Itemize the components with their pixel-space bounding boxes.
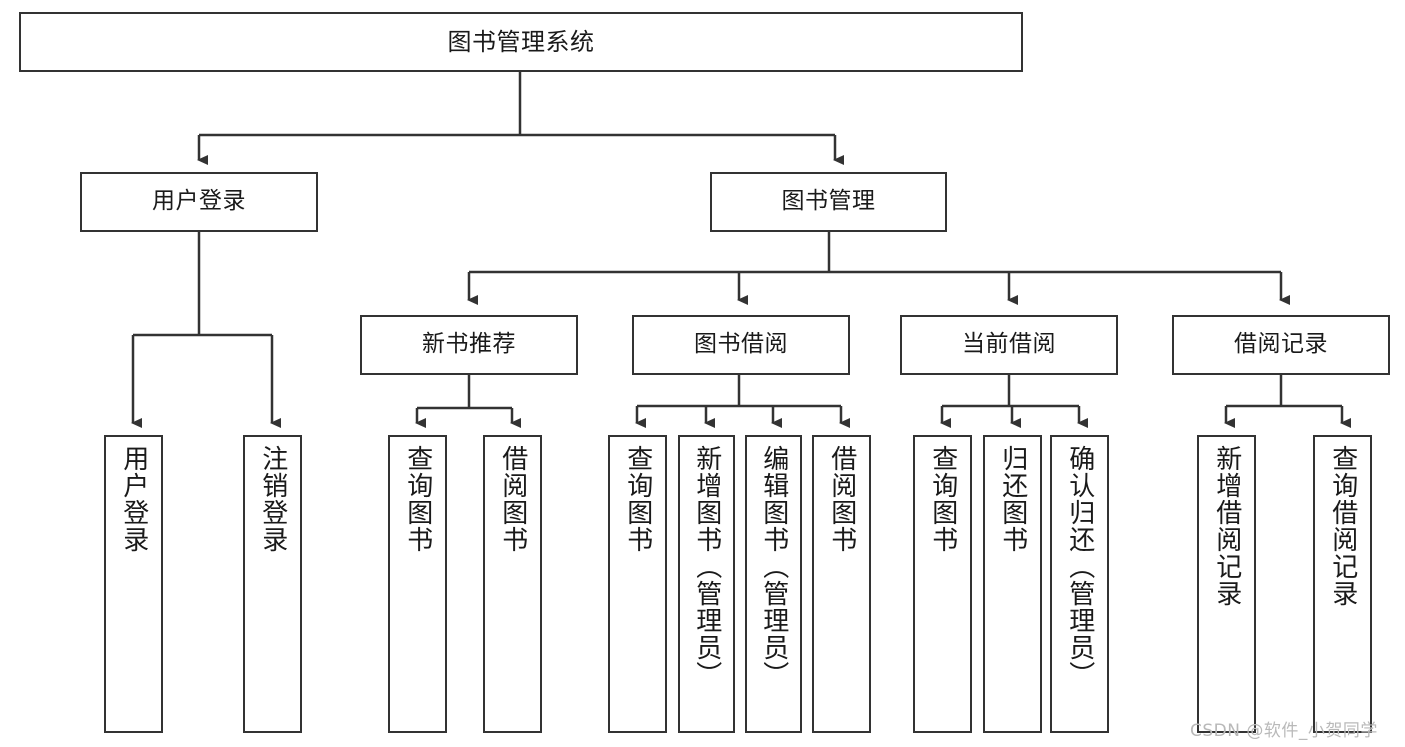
leaf-current-borrow-confirm-return-label: 确认归还（管理员） xyxy=(1064,445,1095,688)
leaf-new-book-query-book-label: 查询图书 xyxy=(402,445,433,553)
leaf-book-borrow-add-book[interactable]: 新增图书（管理员） xyxy=(678,435,735,733)
leaf-borrow-records-add-record[interactable]: 新增借阅记录 xyxy=(1197,435,1256,733)
leaf-new-book-borrow-book[interactable]: 借阅图书 xyxy=(483,435,542,733)
node-user-login-label: 用户登录 xyxy=(152,188,246,215)
leaf-borrow-records-add-record-label: 新增借阅记录 xyxy=(1211,445,1242,607)
leaf-new-book-borrow-book-label: 借阅图书 xyxy=(497,445,528,553)
leaf-current-borrow-return-book-label: 归还图书 xyxy=(997,445,1028,553)
leaf-new-book-query-book[interactable]: 查询图书 xyxy=(388,435,447,733)
leaf-book-borrow-borrow-book-label: 借阅图书 xyxy=(826,445,857,553)
node-book-borrow[interactable]: 图书借阅 xyxy=(632,315,850,375)
leaf-current-borrow-query-book-label: 查询图书 xyxy=(927,445,958,553)
leaf-user-login-signout[interactable]: 注销登录 xyxy=(243,435,302,733)
node-book-management-label: 图书管理 xyxy=(781,188,876,215)
node-root-library-management-system[interactable]: 图书管理系统 xyxy=(19,12,1023,72)
leaf-current-borrow-confirm-return[interactable]: 确认归还（管理员） xyxy=(1050,435,1109,733)
node-root-label: 图书管理系统 xyxy=(447,27,595,56)
node-book-borrow-label: 图书借阅 xyxy=(694,331,788,358)
node-user-login[interactable]: 用户登录 xyxy=(80,172,318,232)
leaf-borrow-records-query-record[interactable]: 查询借阅记录 xyxy=(1313,435,1372,733)
node-book-management[interactable]: 图书管理 xyxy=(710,172,947,232)
leaf-current-borrow-query-book[interactable]: 查询图书 xyxy=(913,435,972,733)
leaf-borrow-records-query-record-label: 查询借阅记录 xyxy=(1327,445,1358,607)
csdn-watermark: CSDN @软件_小贺同学 xyxy=(1190,721,1378,741)
leaf-book-borrow-edit-book[interactable]: 编辑图书（管理员） xyxy=(745,435,802,733)
leaf-book-borrow-edit-book-label: 编辑图书（管理员） xyxy=(758,445,789,688)
node-borrow-records[interactable]: 借阅记录 xyxy=(1172,315,1390,375)
node-new-book-recommend-label: 新书推荐 xyxy=(422,331,516,358)
leaf-current-borrow-return-book[interactable]: 归还图书 xyxy=(983,435,1042,733)
leaf-user-login-signout-label: 注销登录 xyxy=(257,445,288,553)
node-current-borrow[interactable]: 当前借阅 xyxy=(900,315,1118,375)
leaf-book-borrow-add-book-label: 新增图书（管理员） xyxy=(691,445,722,688)
leaf-user-login-signin-label: 用户登录 xyxy=(118,445,149,553)
leaf-book-borrow-query-book[interactable]: 查询图书 xyxy=(608,435,667,733)
node-current-borrow-label: 当前借阅 xyxy=(962,331,1056,358)
node-borrow-records-label: 借阅记录 xyxy=(1234,331,1328,358)
leaf-book-borrow-query-book-label: 查询图书 xyxy=(622,445,653,553)
leaf-user-login-signin[interactable]: 用户登录 xyxy=(104,435,163,733)
node-new-book-recommend[interactable]: 新书推荐 xyxy=(360,315,578,375)
leaf-book-borrow-borrow-book[interactable]: 借阅图书 xyxy=(812,435,871,733)
